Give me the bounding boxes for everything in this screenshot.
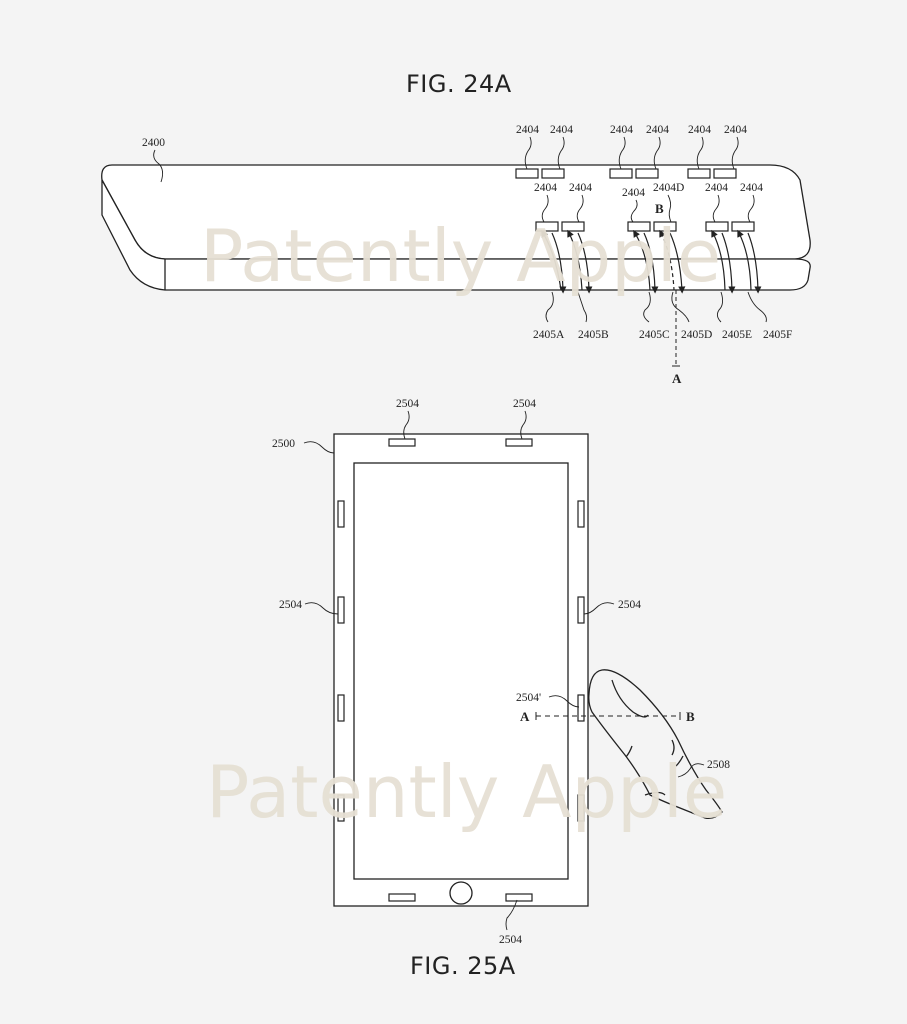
fig-24a-top-labels: 2404 2404 2404 2404 2404 2404 bbox=[516, 124, 747, 170]
fig-24a-top-sensors bbox=[515, 168, 737, 179]
svg-text:2404: 2404 bbox=[688, 124, 711, 136]
fig-24a-signal-arrows bbox=[541, 229, 762, 294]
svg-text:2404: 2404 bbox=[646, 124, 669, 136]
svg-text:2405B: 2405B bbox=[578, 329, 609, 341]
fig-24a-title: FIG. 24A bbox=[406, 70, 512, 98]
fig-25a-leaders bbox=[303, 410, 705, 931]
fig-25a-top-bottom-sensors bbox=[388, 438, 533, 902]
svg-text:2504: 2504 bbox=[618, 599, 641, 611]
fig-24a-mid-sensors bbox=[535, 221, 755, 232]
svg-text:2504': 2504' bbox=[516, 692, 541, 704]
svg-text:2405E: 2405E bbox=[722, 329, 752, 341]
svg-text:2405F: 2405F bbox=[763, 329, 792, 341]
svg-text:A: A bbox=[520, 709, 530, 724]
svg-text:2504: 2504 bbox=[279, 599, 302, 611]
svg-text:2504: 2504 bbox=[499, 934, 522, 946]
svg-text:2404: 2404 bbox=[724, 124, 747, 136]
fig-25a-title: FIG. 25A bbox=[410, 952, 516, 980]
finger-icon bbox=[588, 669, 723, 820]
fig-24a-section-end-label: A bbox=[672, 371, 682, 386]
fig-25a-side-sensors bbox=[337, 500, 585, 822]
svg-text:2404: 2404 bbox=[534, 182, 557, 194]
fig-24a-signal-leaders bbox=[545, 291, 767, 323]
fig-25a-section-line bbox=[535, 712, 681, 720]
fig-25a-device bbox=[333, 433, 589, 907]
svg-text:B: B bbox=[655, 201, 664, 216]
fig-25a-labels: 2504 2504 2500 2504 2504 2504' 2508 2504… bbox=[272, 398, 730, 946]
fig-24a-device bbox=[101, 164, 811, 291]
svg-text:2404: 2404 bbox=[622, 187, 645, 199]
svg-text:2404: 2404 bbox=[610, 124, 633, 136]
svg-text:2404D: 2404D bbox=[653, 182, 684, 194]
svg-text:2404: 2404 bbox=[550, 124, 573, 136]
svg-text:2504: 2504 bbox=[396, 398, 419, 410]
fig-24a-mid-labels: 2404 2404 2404 2404D 2404 2404 B bbox=[534, 182, 763, 223]
svg-text:2405A: 2405A bbox=[533, 329, 565, 341]
fig-24a-signal-labels: 2405A 2405B 2405C 2405D 2405E 2405F bbox=[533, 329, 792, 341]
watermark-top: Patently Apple bbox=[200, 214, 721, 298]
svg-text:2405D: 2405D bbox=[681, 329, 712, 341]
svg-text:2500: 2500 bbox=[272, 438, 295, 450]
svg-text:2404: 2404 bbox=[569, 182, 592, 194]
svg-text:B: B bbox=[686, 709, 695, 724]
svg-text:2508: 2508 bbox=[707, 759, 730, 771]
svg-text:2504: 2504 bbox=[513, 398, 536, 410]
svg-text:2404: 2404 bbox=[516, 124, 539, 136]
fig-24a-device-label: 2400 bbox=[142, 137, 165, 149]
svg-text:2404: 2404 bbox=[740, 182, 763, 194]
fig-24a-section-line bbox=[672, 290, 680, 367]
svg-text:2405C: 2405C bbox=[639, 329, 670, 341]
svg-text:2404: 2404 bbox=[705, 182, 728, 194]
watermark-bottom: Patently Apple bbox=[206, 750, 727, 834]
